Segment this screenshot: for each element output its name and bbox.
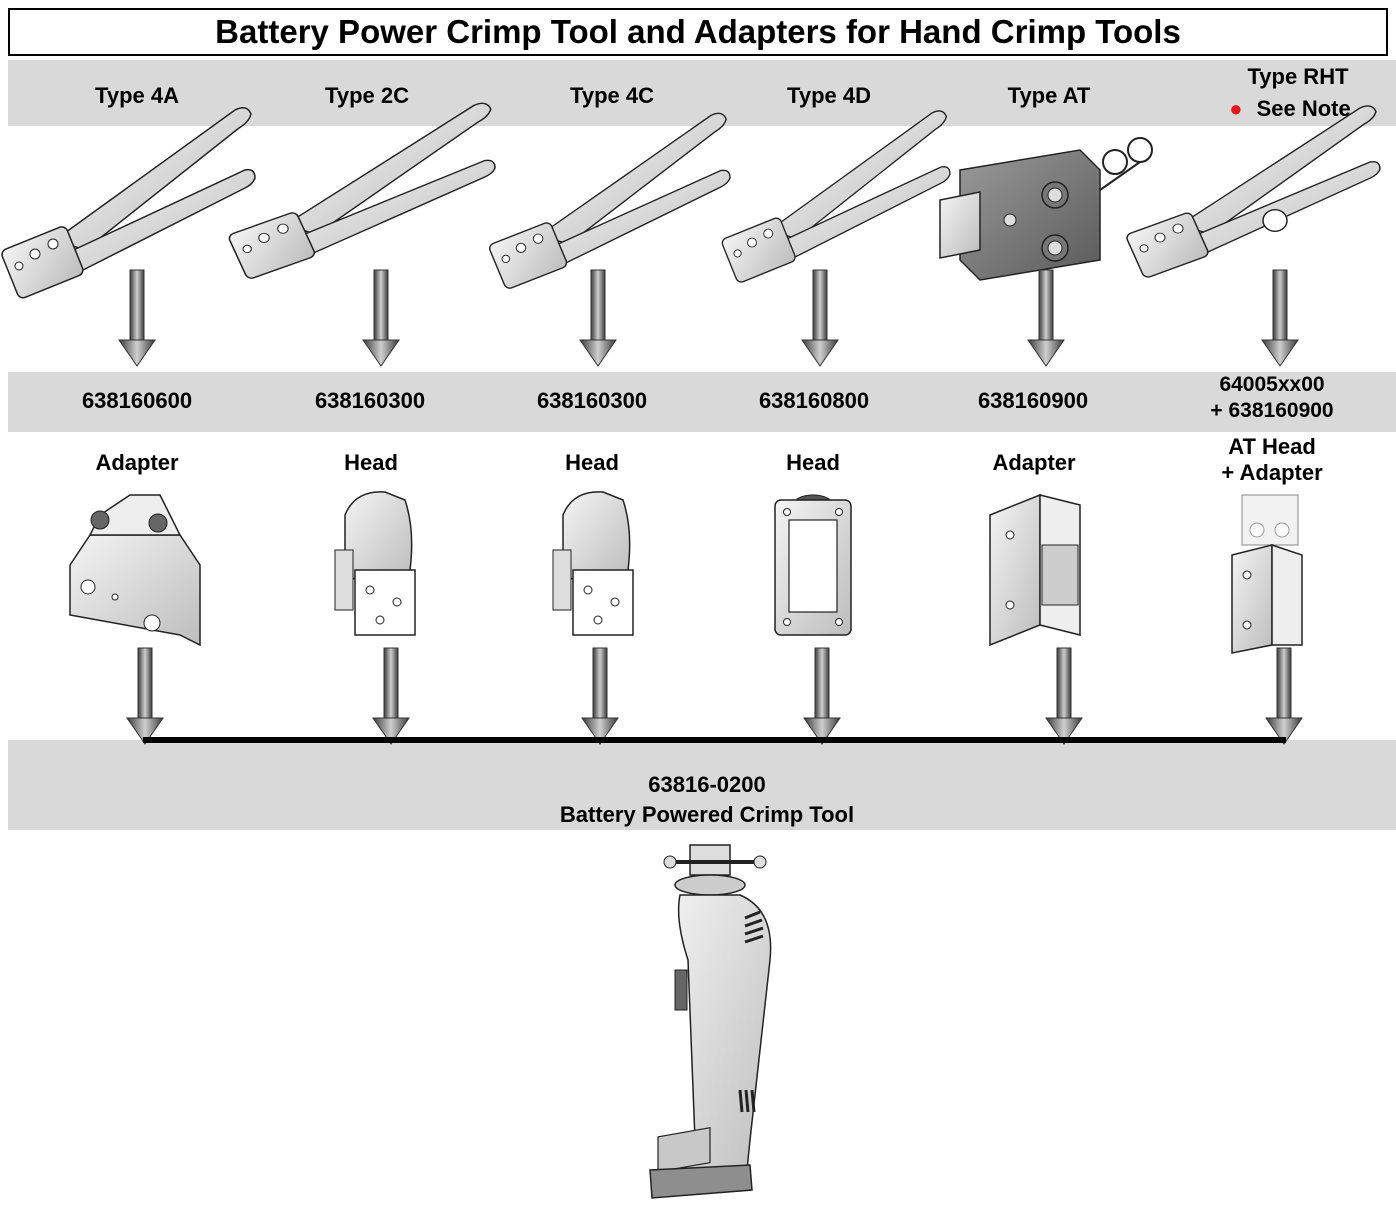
battery-crimp-tool-icon: [649, 844, 772, 1199]
hand-crimp-tool-2c-icon: [226, 102, 496, 281]
base-tool-band: [8, 740, 1396, 830]
type-rht-label: Type RHT: [1247, 64, 1349, 89]
down-arrow-icon: [801, 269, 839, 367]
crimp-head-4d-icon: [774, 494, 852, 636]
down-arrow-icon: [372, 647, 410, 745]
type-4a-label: Type 4A: [95, 83, 179, 108]
part-number-4c: 638160300: [536, 388, 648, 413]
down-arrow-icon: [1261, 269, 1299, 367]
down-arrow-icon: [581, 647, 619, 745]
adapter-4a-icon: [69, 494, 201, 647]
note-bullet-icon: ●: [1229, 96, 1243, 121]
part-number-4a: 638160600: [81, 388, 193, 413]
crimp-head-4c-icon: [552, 491, 634, 636]
down-arrow-icon: [579, 269, 617, 367]
type-at-label: Type AT: [1007, 83, 1091, 108]
kind-rht: AT Head + Adapter: [1221, 434, 1322, 486]
kind-4c: Head: [565, 450, 619, 475]
hand-crimp-tool-4a-icon: [0, 107, 256, 301]
down-arrow-icon: [126, 647, 164, 745]
base-tool-name: Battery Powered Crimp Tool: [559, 802, 855, 827]
part-number-band: [8, 372, 1396, 432]
part-number-rht-line1: 64005xx00: [1219, 373, 1325, 396]
kind-rht-line2: + Adapter: [1221, 460, 1323, 485]
kind-at: Adapter: [992, 450, 1076, 475]
see-note-text: See Note: [1256, 96, 1351, 121]
down-arrow-icon: [362, 269, 400, 367]
type-4d-label: Type 4D: [787, 83, 871, 108]
part-number-rht: 64005xx00 + 638160900: [1210, 372, 1333, 424]
adapter-at-icon: [989, 493, 1081, 647]
kind-rht-line1: AT Head: [1228, 434, 1316, 459]
type-4c-label: Type 4C: [570, 83, 654, 108]
down-arrow-icon: [1265, 647, 1303, 745]
see-note-label: ● See Note: [1229, 96, 1350, 122]
kind-4d: Head: [786, 450, 840, 475]
hand-crimp-tool-4d-icon: [720, 110, 951, 285]
down-arrow-icon: [1045, 647, 1083, 745]
hand-crimp-tool-rht-icon: [1124, 105, 1381, 280]
page-title: Battery Power Crimp Tool and Adapters fo…: [8, 8, 1388, 56]
part-number-4d: 638160800: [758, 388, 870, 413]
at-head-adapter-icon: [1231, 494, 1303, 654]
down-arrow-icon: [118, 269, 156, 367]
type-2c-label: Type 2C: [325, 83, 409, 108]
part-number-at: 638160900: [977, 388, 1089, 413]
down-arrow-icon: [803, 647, 841, 745]
hand-crimp-tool-4c-icon: [487, 112, 731, 291]
part-number-2c: 638160300: [314, 388, 426, 413]
down-arrow-icon: [1027, 269, 1065, 367]
kind-4a: Adapter: [95, 450, 179, 475]
kind-2c: Head: [344, 450, 398, 475]
crimp-head-2c-icon: [334, 491, 416, 636]
part-number-rht-line2: + 638160900: [1210, 399, 1334, 422]
at-crimp-block-icon: [939, 137, 1153, 281]
base-tool-part-number: 63816-0200: [648, 772, 766, 797]
